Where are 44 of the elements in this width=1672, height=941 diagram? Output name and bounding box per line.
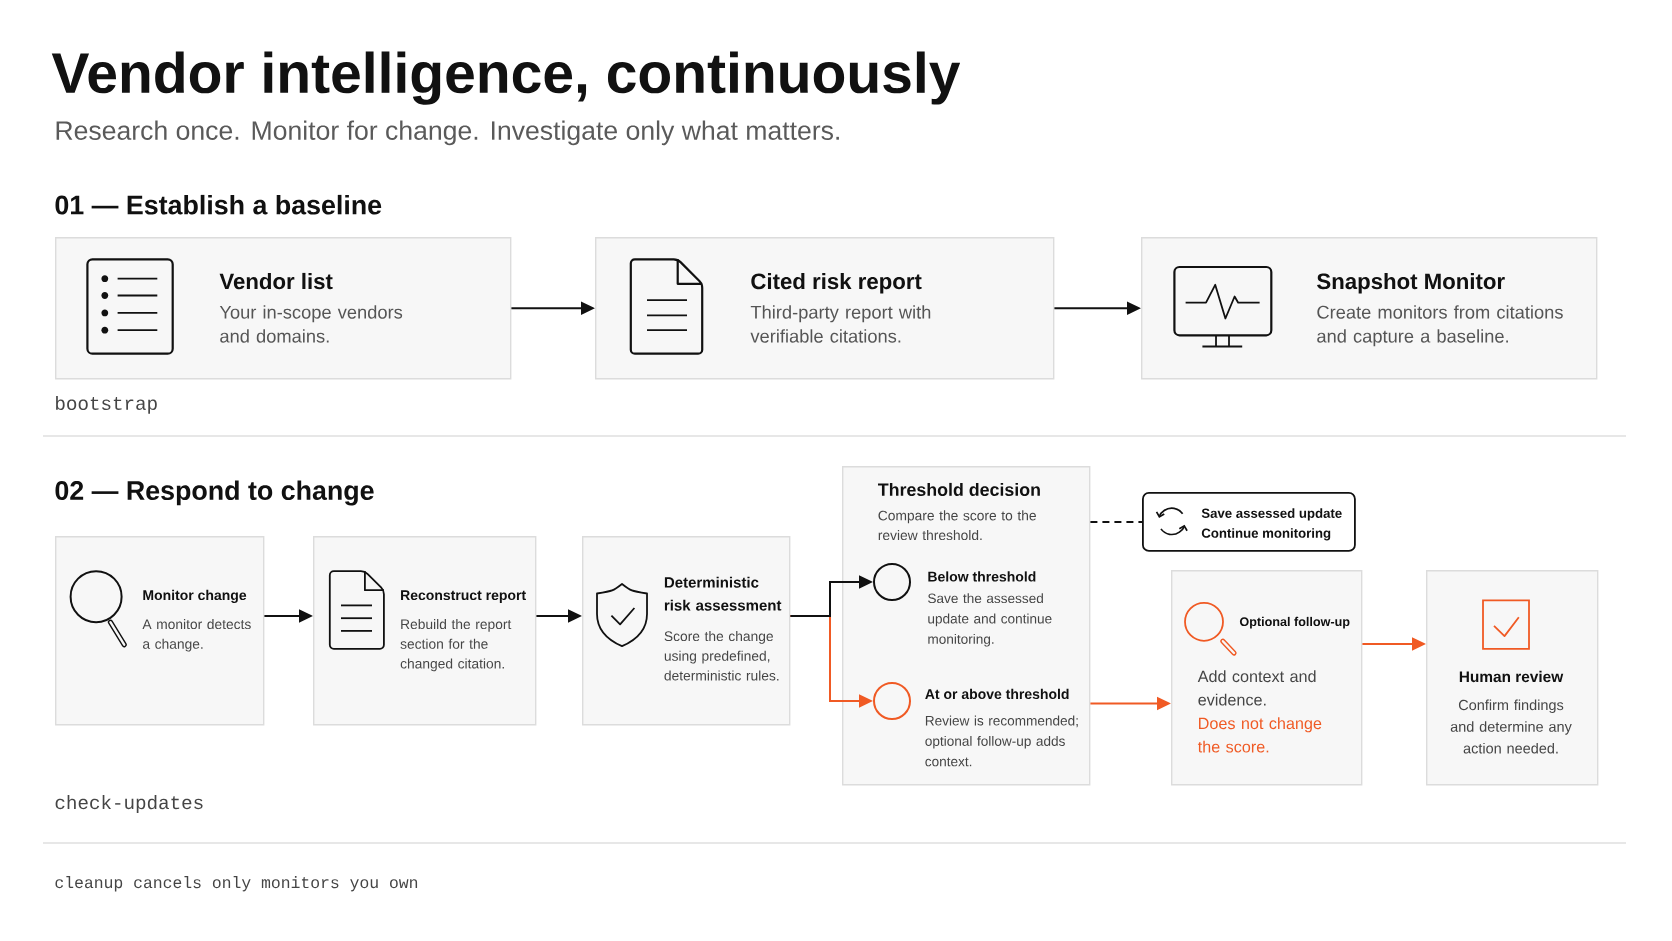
panel-description: Compare the score to the review threshold. <box>878 510 1036 541</box>
process-card <box>595 237 1055 380</box>
step-title: Cited risk report <box>751 272 922 294</box>
process-card <box>1171 570 1363 786</box>
option-title: Below threshold <box>928 571 1036 582</box>
step-title: Reconstruct report <box>401 590 526 603</box>
status-text: Save assessed update <box>1201 508 1342 521</box>
step-title: Monitor change <box>143 589 247 603</box>
command-label: check-updates <box>55 795 203 813</box>
status-text: Continue monitoring <box>1201 528 1331 541</box>
step-description: Confirm findings and determine any action needed. <box>1450 699 1572 754</box>
step-title: Snapshot Monitor <box>1317 272 1505 294</box>
process-card <box>313 536 537 726</box>
step-description: Your in-scope vendors and domains. <box>219 305 403 343</box>
panel-title: Threshold decision <box>878 482 1040 496</box>
section-heading: 02 — Respond to change <box>55 480 374 506</box>
step-description: Score the change using predefined, deterministic rules. <box>664 631 779 681</box>
process-card <box>55 536 265 726</box>
subtitle: Research once. Monitor for change. Investigate only what matters. <box>56 120 839 146</box>
option-description: Save the assessed update and continue monitoring. <box>928 593 1052 647</box>
step-description: A monitor detects a change. <box>142 619 251 652</box>
decision-panel <box>842 466 1091 786</box>
status-box <box>1142 492 1356 552</box>
step-title: Human review <box>1459 670 1564 683</box>
process-card <box>1141 237 1598 380</box>
step-description: Rebuild the report section for the changed citation. <box>400 619 512 672</box>
step-description: Third-party report with verifiable citations. <box>750 305 931 343</box>
status-circle <box>873 682 911 720</box>
process-card <box>55 237 512 380</box>
command-label: cleanup cancels only monitors you own <box>55 876 418 892</box>
process-card <box>1426 570 1599 786</box>
step-title: Optional follow-up <box>1239 616 1350 629</box>
note-text: Does not change the score. <box>1197 717 1322 753</box>
option-title: At or above threshold <box>925 688 1069 699</box>
step-title: Vendor list <box>219 272 333 290</box>
status-circle <box>873 563 911 601</box>
process-card <box>582 536 791 726</box>
step-description: Add context and evidence. <box>1197 670 1316 706</box>
option-description: Review is recommended; optional follow-up adds context. <box>925 715 1078 767</box>
step-description: Create monitors from citations and capture a baseline. <box>1317 305 1563 347</box>
title: Vendor intelligence, continuously <box>51 51 961 105</box>
connector-line <box>1089 520 1143 523</box>
command-label: bootstrap <box>56 395 157 414</box>
step-title: Deterministic risk assessment <box>664 576 782 611</box>
